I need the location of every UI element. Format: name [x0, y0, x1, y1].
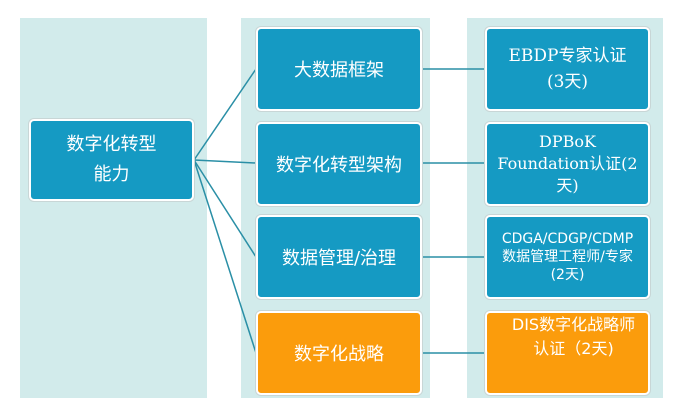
certification-node-dpbok: DPBoK Foundation认证(2 天): [485, 122, 650, 206]
capability-label: 大数据框架: [294, 60, 384, 81]
certification-line: EBDP专家认证: [508, 46, 627, 66]
certification-line: 天): [556, 176, 579, 195]
certification-node-cdga: CDGA/CDGP/CDMP 数据管理工程师/专家 (2天): [485, 215, 650, 299]
certification-line: (3天): [546, 72, 589, 92]
left-panel-background: [20, 18, 207, 398]
connector-root-to-b2: [193, 159, 257, 164]
certification-line: DPBoK: [539, 132, 596, 151]
root-node-label-line2: 能力: [93, 164, 130, 185]
capability-node-data-governance: 数据管理/治理: [256, 215, 422, 299]
certification-line: DIS数字化战略师: [511, 315, 636, 334]
root-node-label-line1: 数字化转型: [66, 134, 157, 155]
capability-node-digital-strategy: 数字化战略: [256, 311, 422, 395]
capability-node-digital-architecture: 数字化转型架构: [256, 122, 422, 206]
connector-root-to-b1: [193, 68, 257, 161]
certification-node-dis: DIS数字化战略师 认证（2天): [485, 311, 650, 395]
capability-node-big-data-framework: 大数据框架: [256, 27, 422, 111]
root-node-digital-transformation: 数字化转型 能力: [29, 119, 194, 201]
certification-line: Foundation认证(2: [497, 154, 638, 173]
capability-label: 数字化转型架构: [276, 155, 402, 176]
capability-label: 数字化战略: [294, 344, 384, 365]
certification-line: 认证（2天): [533, 339, 614, 358]
connector-root-to-b3: [193, 159, 257, 258]
connector-root-to-b4: [193, 159, 257, 354]
certification-node-ebdp: EBDP专家认证 (3天): [485, 27, 650, 111]
capability-label: 数据管理/治理: [281, 248, 397, 269]
certification-line: 数据管理工程师/专家: [502, 249, 633, 265]
certification-line: (2天): [550, 267, 585, 283]
certification-line: CDGA/CDGP/CDMP: [501, 231, 634, 247]
